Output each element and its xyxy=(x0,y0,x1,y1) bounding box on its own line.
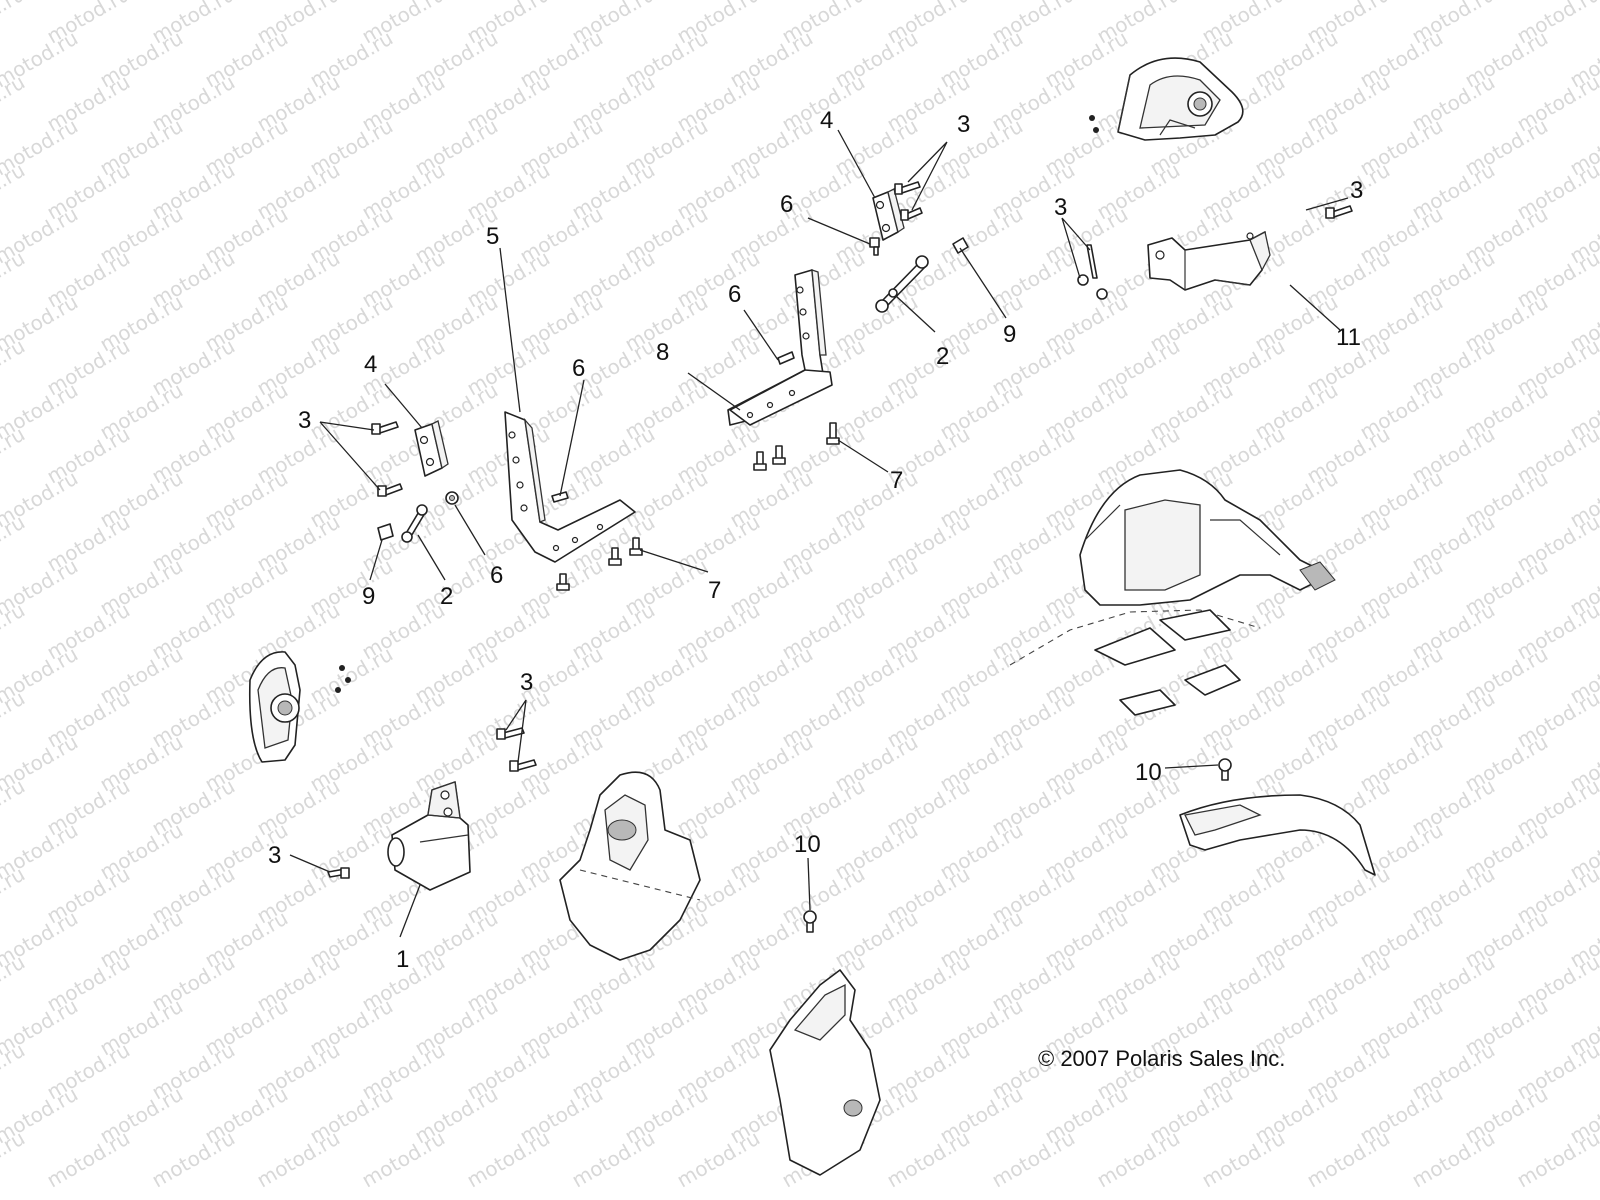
watermark-text: motod.ru xyxy=(253,1126,344,1193)
watermark-text: motod.ru xyxy=(0,1038,29,1105)
callout-6-mid: 6 xyxy=(728,281,741,308)
callout-7-upper: 7 xyxy=(890,467,903,494)
frame-right-lower xyxy=(1179,758,1376,876)
fairing-bottom-center xyxy=(769,910,881,1176)
watermark-text: motod.ru xyxy=(0,158,29,225)
screw-set-top xyxy=(869,181,1353,300)
callout-6-low: 6 xyxy=(490,562,503,589)
headlight-top-right xyxy=(1089,57,1244,141)
watermark-text: motod.ru xyxy=(0,246,29,313)
callout-6-upper: 6 xyxy=(780,191,793,218)
bracket-4-left xyxy=(371,420,449,497)
copyright-notice: © 2007 Polaris Sales Inc. xyxy=(1038,1046,1285,1071)
watermark-text: motod.ru xyxy=(0,862,29,929)
callout-8: 8 xyxy=(656,339,669,366)
bracket-11 xyxy=(1147,231,1271,291)
callout-3-right: 3 xyxy=(1054,194,1067,221)
watermark-text: motod.ru xyxy=(0,0,29,48)
callout-2-upper: 2 xyxy=(936,343,949,370)
callout-9-upper: 9 xyxy=(1003,321,1016,348)
callout-2-low: 2 xyxy=(440,583,453,610)
watermark-text: motod.ru xyxy=(1303,1126,1394,1193)
screws-bracket-1 xyxy=(327,727,537,879)
watermark-text: motod.ru xyxy=(43,1126,134,1193)
watermark-text: motod.ru xyxy=(568,1126,659,1193)
frame-right-upper xyxy=(1009,469,1336,716)
callout-9-low: 9 xyxy=(362,583,375,610)
watermark-text: motod.ru xyxy=(0,422,29,489)
watermark-text: motod.ru xyxy=(1513,1126,1600,1193)
callout-3-upper: 3 xyxy=(957,111,970,138)
bracket-8 xyxy=(727,269,840,471)
callout-labels: 4 3 6 3 3 6 9 2 11 5 8 6 4 3 7 6 9 2 7 3… xyxy=(268,107,1363,973)
headlight-left xyxy=(248,651,351,763)
watermark-text: motod.ru xyxy=(358,1126,449,1193)
callout-4-upper: 4 xyxy=(820,107,833,134)
watermark-text: motod.ru xyxy=(883,1126,974,1193)
leader-lines xyxy=(289,129,1349,938)
callout-10-right: 10 xyxy=(1135,759,1162,786)
watermark-text: motod.ru xyxy=(463,1126,554,1193)
callout-3-far-right: 3 xyxy=(1350,177,1363,204)
watermark-text: motod.ru xyxy=(0,510,29,577)
callout-7-low: 7 xyxy=(708,577,721,604)
watermark-text: motod.ru xyxy=(1198,1126,1289,1193)
watermark-text: motod.ru xyxy=(0,1126,29,1193)
watermark-text: motod.ru xyxy=(1408,1126,1499,1193)
watermark-text: motod.ru xyxy=(0,334,29,401)
callout-1: 1 xyxy=(396,946,409,973)
watermark-text: motod.ru xyxy=(0,950,29,1017)
callout-5: 5 xyxy=(486,223,499,250)
bracket-1 xyxy=(387,781,471,891)
watermark-text: motod.ru xyxy=(0,774,29,841)
watermark-text: motod.ru xyxy=(0,70,29,137)
link-rod-2-upper xyxy=(875,255,929,313)
bracket-5 xyxy=(504,411,643,591)
callout-3-lower: 3 xyxy=(520,669,533,696)
watermark-text: motod.ru xyxy=(988,1126,1079,1193)
bracket-4-upper xyxy=(872,188,905,241)
callout-3-bottom-left: 3 xyxy=(268,842,281,869)
fairing-lower-center xyxy=(559,771,701,961)
watermark-text: motod.ru xyxy=(0,598,29,665)
callout-6-left: 6 xyxy=(572,355,585,382)
watermark-text: motod.ru xyxy=(1093,1126,1184,1193)
watermark-text: motod.ru xyxy=(0,686,29,753)
watermark-text: motod.ru xyxy=(148,1126,239,1193)
callout-11: 11 xyxy=(1336,324,1361,351)
callout-4-left: 4 xyxy=(364,351,377,378)
link-rod-2-left xyxy=(377,491,459,543)
callout-3-left: 3 xyxy=(298,407,311,434)
watermark-text: motod.ru xyxy=(673,1126,764,1193)
callout-10-bottom: 10 xyxy=(794,831,821,858)
